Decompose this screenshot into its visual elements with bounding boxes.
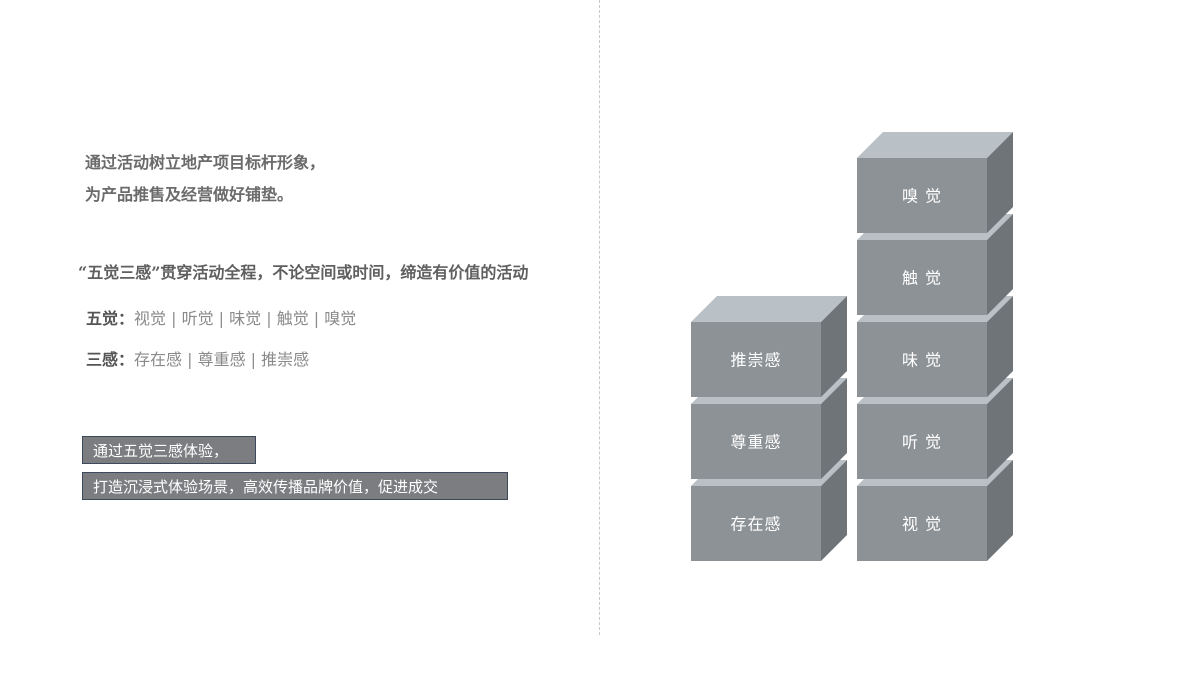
right-cube-side bbox=[987, 378, 1013, 479]
right-cube-front bbox=[857, 158, 987, 233]
center-divider bbox=[599, 0, 600, 635]
three-feelings-row: 三感：存在感 | 尊重感 | 推崇感 bbox=[86, 346, 309, 370]
banner-line-1: 通过五觉三感体验， bbox=[82, 436, 256, 464]
right-cube-front bbox=[857, 486, 987, 561]
left-cube: 存在感 bbox=[691, 460, 847, 561]
five-senses-label: 五觉： bbox=[86, 309, 135, 328]
right-cube: 嗅 觉 bbox=[857, 132, 1013, 233]
right-cube-top bbox=[857, 132, 1013, 158]
left-cube: 推崇感 bbox=[691, 296, 847, 397]
right-cube: 视 觉 bbox=[857, 460, 1013, 561]
intro-text: 通过活动树立地产项目标杆形象， 为产品推售及经营做好铺垫。 bbox=[85, 147, 325, 211]
left-cube-front bbox=[691, 322, 821, 397]
left-cube-label: 存在感 bbox=[730, 515, 781, 534]
left-cube-side bbox=[821, 296, 847, 397]
three-feelings-label: 三感： bbox=[86, 350, 135, 369]
right-cube-side bbox=[987, 460, 1013, 561]
left-cube-label: 尊重感 bbox=[730, 433, 781, 452]
left-cube-side bbox=[821, 460, 847, 561]
right-cube-label: 视 觉 bbox=[902, 515, 942, 534]
five-senses-row: 五觉：视觉 | 听觉 | 味觉 | 触觉 | 嗅觉 bbox=[86, 305, 356, 329]
left-cube-front bbox=[691, 404, 821, 479]
right-cube-label: 触 觉 bbox=[902, 269, 942, 288]
right-cube-side bbox=[987, 214, 1013, 315]
theme-statement: “五觉三感”贯穿活动全程，不论空间或时间，缔造有价值的活动 bbox=[78, 263, 529, 282]
right-cube-side bbox=[987, 296, 1013, 397]
right-cube-front bbox=[857, 240, 987, 315]
three-feelings-items: 存在感 | 尊重感 | 推崇感 bbox=[134, 350, 310, 369]
five-senses-items: 视觉 | 听觉 | 味觉 | 触觉 | 嗅觉 bbox=[134, 309, 357, 328]
left-cube-side bbox=[821, 378, 847, 479]
right-cube-stack: 视 觉 听 觉 味 觉 触 觉 嗅 觉 bbox=[857, 132, 1013, 561]
left-cube-label: 推崇感 bbox=[730, 351, 781, 370]
right-cube-front bbox=[857, 404, 987, 479]
left-cube-top bbox=[691, 296, 847, 322]
banner-line-2: 打造沉浸式体验场景，高效传播品牌价值，促进成交 bbox=[82, 472, 508, 500]
left-cube-front bbox=[691, 486, 821, 561]
right-cube-label: 听 觉 bbox=[902, 433, 942, 452]
left-cube: 尊重感 bbox=[691, 378, 847, 479]
right-cube-front bbox=[857, 322, 987, 397]
intro-line-1: 通过活动树立地产项目标杆形象， bbox=[85, 153, 326, 172]
right-cube-side bbox=[987, 132, 1013, 233]
right-cube-label: 味 觉 bbox=[902, 351, 942, 370]
right-cube-label: 嗅 觉 bbox=[902, 187, 942, 206]
intro-line-2: 为产品推售及经营做好铺垫。 bbox=[85, 185, 294, 204]
